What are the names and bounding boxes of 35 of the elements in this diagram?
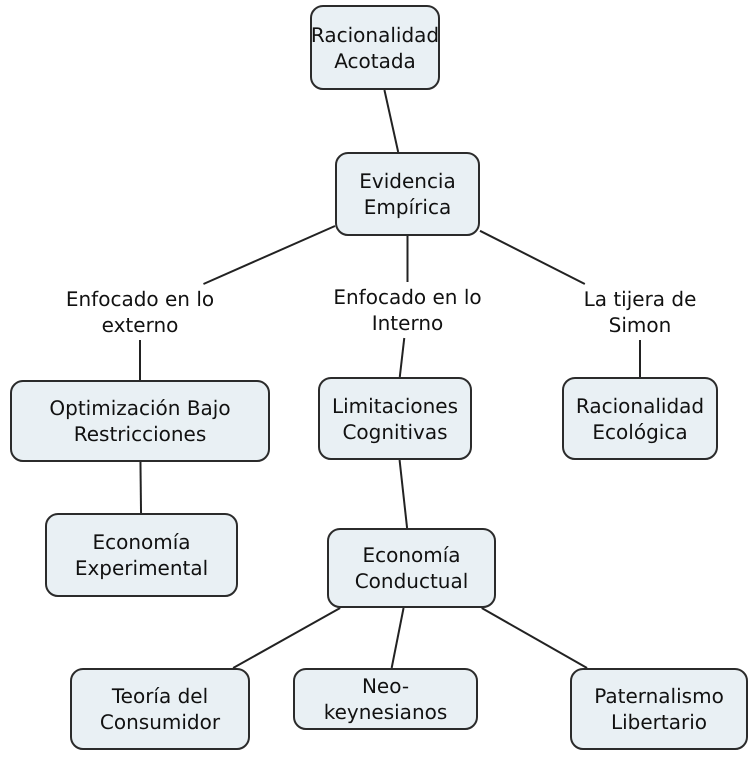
- concept-box: [293, 668, 478, 730]
- concept-box: [70, 668, 250, 750]
- connector-line: [139, 340, 141, 380]
- linking-phrase: Enfocado en lo externo: [64, 286, 216, 338]
- concept-label: Economía Experimental: [74, 529, 210, 581]
- concept-label: Limitaciones Cognitivas: [330, 392, 460, 444]
- connector-line: [481, 607, 588, 669]
- connector-line: [398, 338, 406, 378]
- concept-box: [570, 668, 748, 750]
- concept-label: Optimización Bajo Restricciones: [48, 395, 232, 447]
- connector-line: [232, 607, 341, 669]
- concept-label: Racionalidad Acotada: [310, 22, 440, 74]
- concept-label: Neo-keynesianos: [322, 673, 448, 725]
- connector-line: [139, 462, 142, 514]
- connector-line: [480, 230, 586, 285]
- concept-label: Paternalismo Libertario: [593, 683, 725, 735]
- connector-line: [203, 225, 336, 285]
- concept-box: [45, 513, 238, 597]
- concept-box: [10, 380, 270, 462]
- concept-label: Racionalidad Ecológica: [574, 392, 706, 444]
- connector-line: [398, 460, 408, 528]
- concept-label: Evidencia Empírica: [358, 168, 457, 220]
- concept-label: Economía Conductual: [354, 542, 470, 594]
- concept-label: Teoría del Consumidor: [98, 683, 222, 735]
- concept-box: [327, 528, 496, 608]
- concept-box: [310, 5, 440, 90]
- concept-box: [562, 377, 718, 460]
- connector-line: [406, 236, 408, 282]
- linking-phrase: La tijera de Simon: [582, 286, 698, 338]
- connector-line: [383, 90, 400, 152]
- connector-line: [390, 608, 405, 668]
- concept-box: [318, 377, 472, 460]
- linking-phrase: Enfocado en lo Interno: [332, 284, 483, 336]
- concept-box: [335, 152, 480, 236]
- connector-line: [639, 340, 641, 377]
